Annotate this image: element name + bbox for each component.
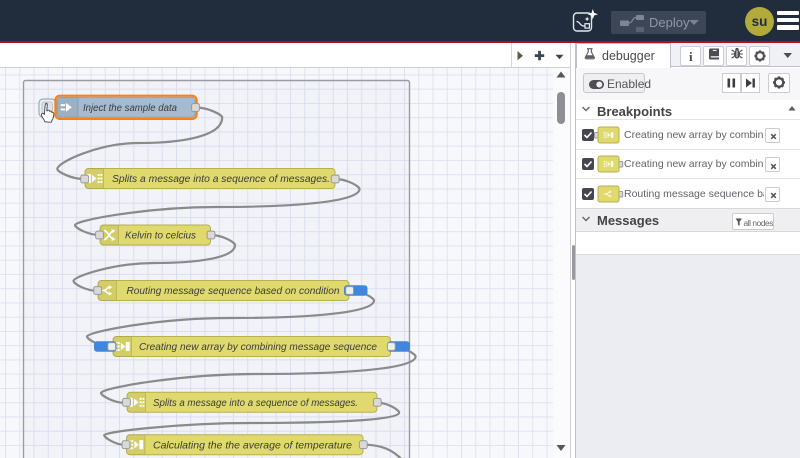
svg-text:Kelvin to celcius: Kelvin to celcius	[125, 231, 196, 242]
svg-text:Splits a message into a sequen: Splits a message into a sequence of mess…	[112, 174, 330, 185]
svg-text:Creating new array by combinin: Creating new array by combining message …	[139, 342, 377, 353]
svg-text:Inject the sample data: Inject the sample data	[83, 103, 177, 114]
svg-text:Splits a message into a sequen: Splits a message into a sequence of mess…	[153, 398, 358, 409]
svg-text:Routing message sequence based: Routing message sequence based on condit…	[127, 286, 340, 297]
svg-text:Calculating the the average of: Calculating the the average of temperatu…	[153, 440, 352, 451]
